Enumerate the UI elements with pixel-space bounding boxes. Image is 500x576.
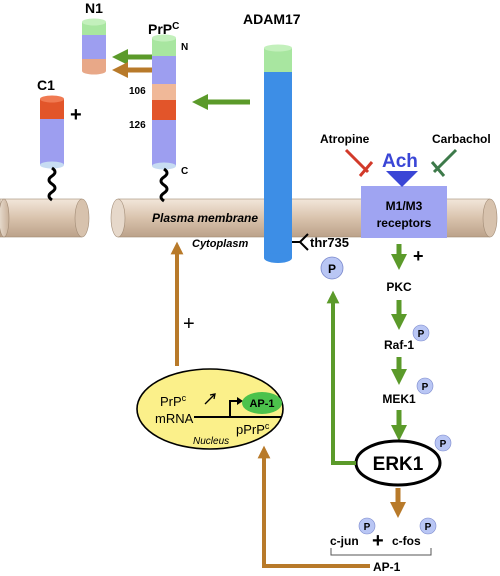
thr735-phospho-circle (320, 256, 344, 280)
residue-106-label: 106 (129, 86, 146, 97)
nucleus (136, 368, 284, 450)
pprpc-promoter-label: pPrPc (236, 421, 270, 437)
c1-label: C1 (37, 77, 55, 93)
adam17-label: ADAM17 (243, 11, 301, 27)
thr735-site-marker (292, 233, 309, 251)
mrna-up-arrow (204, 394, 215, 405)
mrna-up-arrowhead (209, 393, 216, 400)
mek1-phospho-circle (416, 377, 434, 395)
ach-label: Ach (382, 151, 418, 172)
nucleus-label: Nucleus (193, 436, 229, 447)
cfos-phospho-circle (419, 517, 437, 535)
transcription-start-arrow (229, 400, 240, 417)
erk1-to-adam17-arrow (326, 290, 356, 465)
cfos-phospho-label: P (425, 522, 432, 533)
carbachol-bar (430, 161, 446, 177)
transcription-start-arrowhead (237, 397, 243, 405)
pkc-label: PKC (386, 280, 412, 294)
c-terminus-label: C (181, 166, 188, 177)
n1-label: N1 (85, 0, 103, 16)
prpc-label: PrPC (148, 21, 179, 37)
receptor-label-line1: M1/M3 (386, 199, 423, 213)
atropine-inhibition-bar (358, 161, 374, 177)
jun-fos-plus-sign: + (372, 530, 384, 552)
prpc-gpi-anchor (159, 167, 169, 203)
transport-plus-sign: + (183, 313, 195, 335)
erk1-phospho-circle (434, 434, 452, 452)
residue-126-label: 126 (129, 120, 146, 131)
ap1-binding-label: AP-1 (249, 398, 274, 410)
adam17-protein (264, 44, 292, 263)
thr735-label: thr735 (310, 235, 349, 250)
raf1-phospho-circle (412, 324, 430, 342)
carbachol-label: Carbachol (432, 132, 491, 146)
atropine-inhibition-line (344, 148, 370, 174)
raf1-label: Raf-1 (384, 338, 414, 352)
cjun-phospho-circle (358, 517, 376, 535)
erk1-phospho-label: P (440, 439, 447, 450)
cjun-phospho-label: P (364, 522, 371, 533)
c1-fragment (40, 95, 64, 202)
cytoplasm-label: Cytoplasm (192, 238, 248, 250)
ap1-binding-site (242, 392, 282, 414)
cfos-label: c-fos (392, 534, 421, 548)
ach-binding-triangle (386, 171, 418, 187)
ap1-bracket (330, 548, 432, 556)
prpc-mrna-label: PrPc (160, 393, 187, 409)
raf1-phospho-label: P (418, 329, 425, 340)
atropine-label: Atropine (320, 132, 370, 146)
ap1-bottom-label: AP-1 (373, 560, 401, 574)
thr735-phospho-label: P (328, 262, 336, 276)
receptor-label-line2: receptors (377, 216, 432, 230)
plasma-membrane-label: Plasma membrane (152, 211, 258, 225)
erk1-label: ERK1 (373, 454, 424, 475)
cjun-label: c-jun (330, 534, 359, 548)
ap1-to-nucleus-arrow (257, 445, 370, 568)
m1-m3-receptor (361, 186, 447, 238)
c1-plus-sign: + (70, 104, 82, 126)
c1-gpi-anchor (47, 166, 57, 202)
n-terminus-label: N (181, 42, 188, 53)
pkc-plus-sign: + (413, 246, 424, 266)
mek1-label: MEK1 (382, 392, 416, 406)
n1-fragment (82, 18, 106, 75)
prpc-protein (152, 34, 176, 203)
mek1-phospho-label: P (422, 382, 429, 393)
mrna-label: mRNA (155, 411, 194, 426)
